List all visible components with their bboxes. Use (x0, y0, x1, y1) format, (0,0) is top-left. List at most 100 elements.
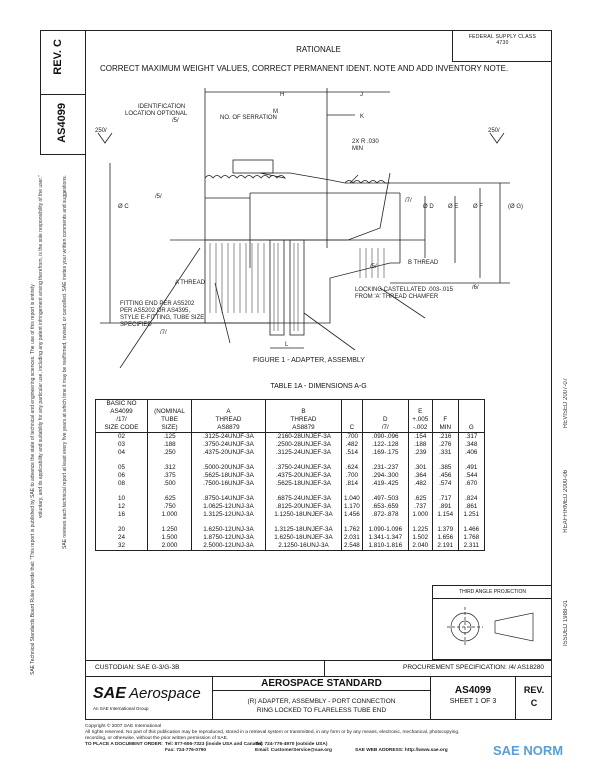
table-cell: .090-.096 (361, 432, 409, 441)
revised-date: REVISED 2007-07 (563, 378, 569, 429)
table-cell: 1.0625-12UNJ-3A (191, 503, 266, 511)
group-spacer (95, 519, 485, 526)
table-cell: 06 (95, 472, 148, 480)
table-row: 05.312.5000-20UNJF-3A.3750-24UNJEF-3A.62… (95, 464, 485, 472)
table-cell: 1.6250-12UNJ-3A (191, 526, 266, 534)
table-cell: 1.762 (341, 526, 363, 534)
fitting-label-3: STYLE E-FITTING, TUBE SIZE (120, 315, 204, 321)
ident-label: IDENTIFICATION (138, 104, 185, 110)
table-cell: 1.466 (457, 526, 485, 534)
column-header-line: (NOMINAL (154, 408, 185, 415)
table-cell: .125 (147, 432, 192, 441)
projection-label: THIRD ANGLE PROJECTION (433, 586, 552, 599)
table-cell: 1.502 (407, 534, 433, 542)
table-cell: 2.311 (457, 542, 485, 551)
table-cell: .574 (431, 480, 459, 488)
side-note-3: SAE reviews each technical report at lea… (62, 175, 68, 549)
table-cell: 1.3125-12UNJ-3A (191, 511, 266, 519)
table-title: TABLE 1A - DIMENSIONS A-G (270, 383, 367, 390)
table-row: 02.125.3125-24UNJF-3A.2160-28UNJEF-3A.70… (95, 432, 485, 441)
table-cell: .294-.300 (361, 472, 409, 480)
document-title-line-1: (R) ADAPTER, ASSEMBLY - PORT CONNECTION (247, 698, 396, 705)
note-7-fitting: /7/ (160, 330, 167, 336)
dim-k-label: K (360, 114, 364, 120)
table-cell: .250 (147, 449, 192, 457)
column-header-line: SIZE CODE (104, 424, 139, 431)
side-note-1: SAE Technical Standards Board Rules prov… (30, 284, 36, 675)
table-cell: 1.154 (431, 511, 459, 519)
table-cell: .2160-28UNJEF-3A (265, 432, 342, 441)
table-cell: .3125-24UNJF-3A (191, 432, 266, 441)
table-cell: 2.548 (341, 542, 363, 551)
phone-outside-usa: Tel: 724-776-4970 (outside USA) (255, 742, 328, 747)
phone-inside-usa: Tel: 877-606-7323 (inside USA and Canada… (165, 742, 263, 747)
table-cell: .814 (341, 480, 363, 488)
dim-m-label: M (273, 109, 278, 115)
table-cell: .3750-24UNJF-3A (191, 441, 266, 449)
column-header-line: -.002 (413, 424, 428, 431)
dia-d-label: Ø D (423, 204, 434, 210)
table-cell: .419-.425 (361, 480, 409, 488)
table-cell: .824 (457, 495, 485, 503)
table-cell: .625 (407, 495, 433, 503)
column-header-line: AS4099 (110, 408, 133, 415)
column-header-line: +.005 (412, 416, 429, 423)
table-cell: .4375-20UNJEF-3A (265, 472, 342, 480)
doc-number: AS4099 (56, 103, 68, 143)
table-cell: .653-.659 (361, 503, 409, 511)
dia-e-label: Ø E (448, 204, 458, 210)
rev-label: REV. (52, 50, 64, 75)
table-cell: .364 (407, 472, 433, 480)
dim-j-label: J (360, 92, 363, 98)
table-cell: .497-.503 (361, 495, 409, 503)
table-cell: 2.031 (341, 534, 363, 542)
column-header-line: SIZE) (161, 424, 178, 431)
column-header-line: /7/ (381, 424, 389, 431)
table-cell: .169-.175 (361, 449, 409, 457)
fitting-label-1: FITTING END PER AS5202 (120, 301, 195, 307)
table-cell: 1.040 (341, 495, 363, 503)
web-address-link[interactable]: SAE WEB ADDRESS: http://www.sae.org (355, 748, 448, 753)
table-cell: 1.1250-18UNJEF-3A (265, 511, 342, 519)
table-cell: 1.170 (341, 503, 363, 511)
table-cell: 32 (95, 542, 148, 551)
group-spacer (95, 457, 485, 464)
table-cell: .861 (457, 503, 485, 511)
federal-class-box: FEDERAL SUPPLY CLASS 4730 (452, 30, 552, 62)
email-link[interactable]: Email: CustomerService@sae.org (255, 748, 332, 753)
table-cell: .5000-20UNJF-3A (191, 464, 266, 472)
table-cell: .8125-20UNJEF-3A (265, 503, 342, 511)
table-cell: .231-.237 (361, 464, 409, 472)
table-cell: .3750-24UNJEF-3A (265, 464, 342, 472)
table-cell: 1.3125-18UNJEF-3A (265, 526, 342, 534)
table-cell: .737 (407, 503, 433, 511)
ident-label-2: LOCATION OPTIONAL (125, 111, 188, 117)
table-cell: .482 (407, 480, 433, 488)
column-header-line: B (301, 408, 306, 415)
finish-left: 250/ (95, 128, 107, 134)
table-cell: .514 (341, 449, 363, 457)
column-header-line: AS8879 (292, 424, 315, 431)
federal-class-label: FEDERAL SUPPLY CLASS (468, 34, 537, 40)
table-cell: .3125-24UNJEF-3A (265, 449, 342, 457)
table-cell: 1.6250-18UNJEF-3A (265, 534, 342, 542)
table-cell: 1.456 (341, 511, 363, 519)
rationale-text: CORRECT MAXIMUM WEIGHT VALUES, CORRECT P… (100, 64, 509, 73)
note-7-d: /7/ (405, 198, 412, 204)
column-header-line: G (468, 424, 474, 431)
table-cell: 12 (95, 503, 148, 511)
table-cell: .6875-24UNJEF-3A (265, 495, 342, 503)
title-rev-value: C (530, 698, 538, 708)
column-header-line: D (382, 416, 388, 423)
ident-note: /5/ (172, 118, 179, 124)
table-cell: 2.191 (431, 542, 459, 551)
logo-tag: An SAE International Group (93, 706, 149, 711)
table-row: 03.188.3750-24UNJF-3A.2500-28UNJEF-3A.48… (95, 441, 485, 449)
column-header-line: /17/ (116, 416, 127, 423)
rev-value: C (52, 39, 64, 47)
column-header-line: BASIC NO (106, 400, 137, 407)
title-block: SAE Aerospace An SAE International Group… (85, 676, 552, 720)
table-cell: .717 (431, 495, 459, 503)
